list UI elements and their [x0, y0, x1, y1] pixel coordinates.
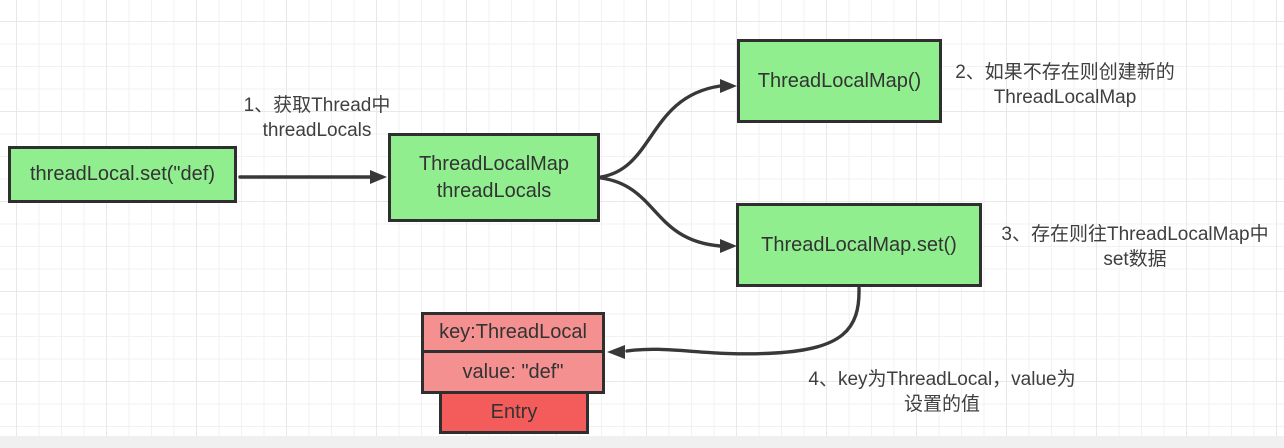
arrowhead-threadlocals-to-mapctor-icon: [720, 79, 737, 93]
node-threadlocalmap-set: ThreadLocalMap.set(): [736, 203, 982, 287]
node-threadlocalmap-threadlocals: ThreadLocalMap threadLocals: [388, 133, 600, 222]
node-entry-value: value: "def": [421, 350, 605, 394]
annotation-line2: threadLocals: [262, 120, 372, 141]
annotation-line1: 3、存在则往ThreadLocalMap中: [1001, 224, 1269, 245]
arrowhead-mapset-to-entry-icon: [607, 345, 625, 359]
arrow-threadlocals-to-mapset: [599, 176, 722, 248]
annotation-step3: 3、存在则往ThreadLocalMap中 set数据: [988, 222, 1282, 272]
annotation-step1: 1、获取Thread中 threadLocals: [217, 93, 417, 143]
node-label: ThreadLocalMap(): [757, 69, 922, 92]
node-label-line1: ThreadLocalMap: [418, 152, 570, 175]
arrow-mapset-to-entry: [625, 286, 861, 356]
node-entry: Entry: [439, 391, 589, 434]
node-label: Entry: [490, 401, 538, 423]
node-label: value: "def": [462, 360, 564, 383]
node-label-line2: threadLocals: [436, 179, 552, 202]
annotation-line1: 2、如果不存在则创建新的: [955, 62, 1175, 83]
annotation-line1: 4、key为ThreadLocal，value为: [808, 369, 1076, 390]
bottom-scroll-track: [0, 436, 1284, 448]
arrowhead-setcall-to-threadlocals-icon: [370, 170, 387, 184]
annotation-line2: ThreadLocalMap: [993, 87, 1137, 108]
node-label: threadLocal.set("def): [30, 163, 215, 185]
node-label: key:ThreadLocal: [439, 321, 587, 343]
node-label: ThreadLocalMap.set(): [761, 233, 957, 256]
node-threadlocalmap-constructor: ThreadLocalMap(): [737, 39, 942, 123]
annotation-line2: set数据: [1103, 249, 1167, 270]
node-threadlocal-set-call: threadLocal.set("def): [8, 146, 237, 203]
node-label: ThreadLocalMap threadLocals: [419, 151, 569, 205]
arrow-threadlocals-to-mapctor: [599, 84, 722, 179]
annotation-step4: 4、key为ThreadLocal，value为 设置的值: [797, 367, 1087, 417]
annotation-step2: 2、如果不存在则创建新的 ThreadLocalMap: [925, 60, 1205, 110]
node-entry-key: key:ThreadLocal: [421, 312, 605, 353]
arrowhead-threadlocals-to-mapset-icon: [720, 239, 737, 253]
annotation-line1: 1、获取Thread中: [243, 95, 391, 116]
annotation-line2: 设置的值: [903, 394, 980, 415]
